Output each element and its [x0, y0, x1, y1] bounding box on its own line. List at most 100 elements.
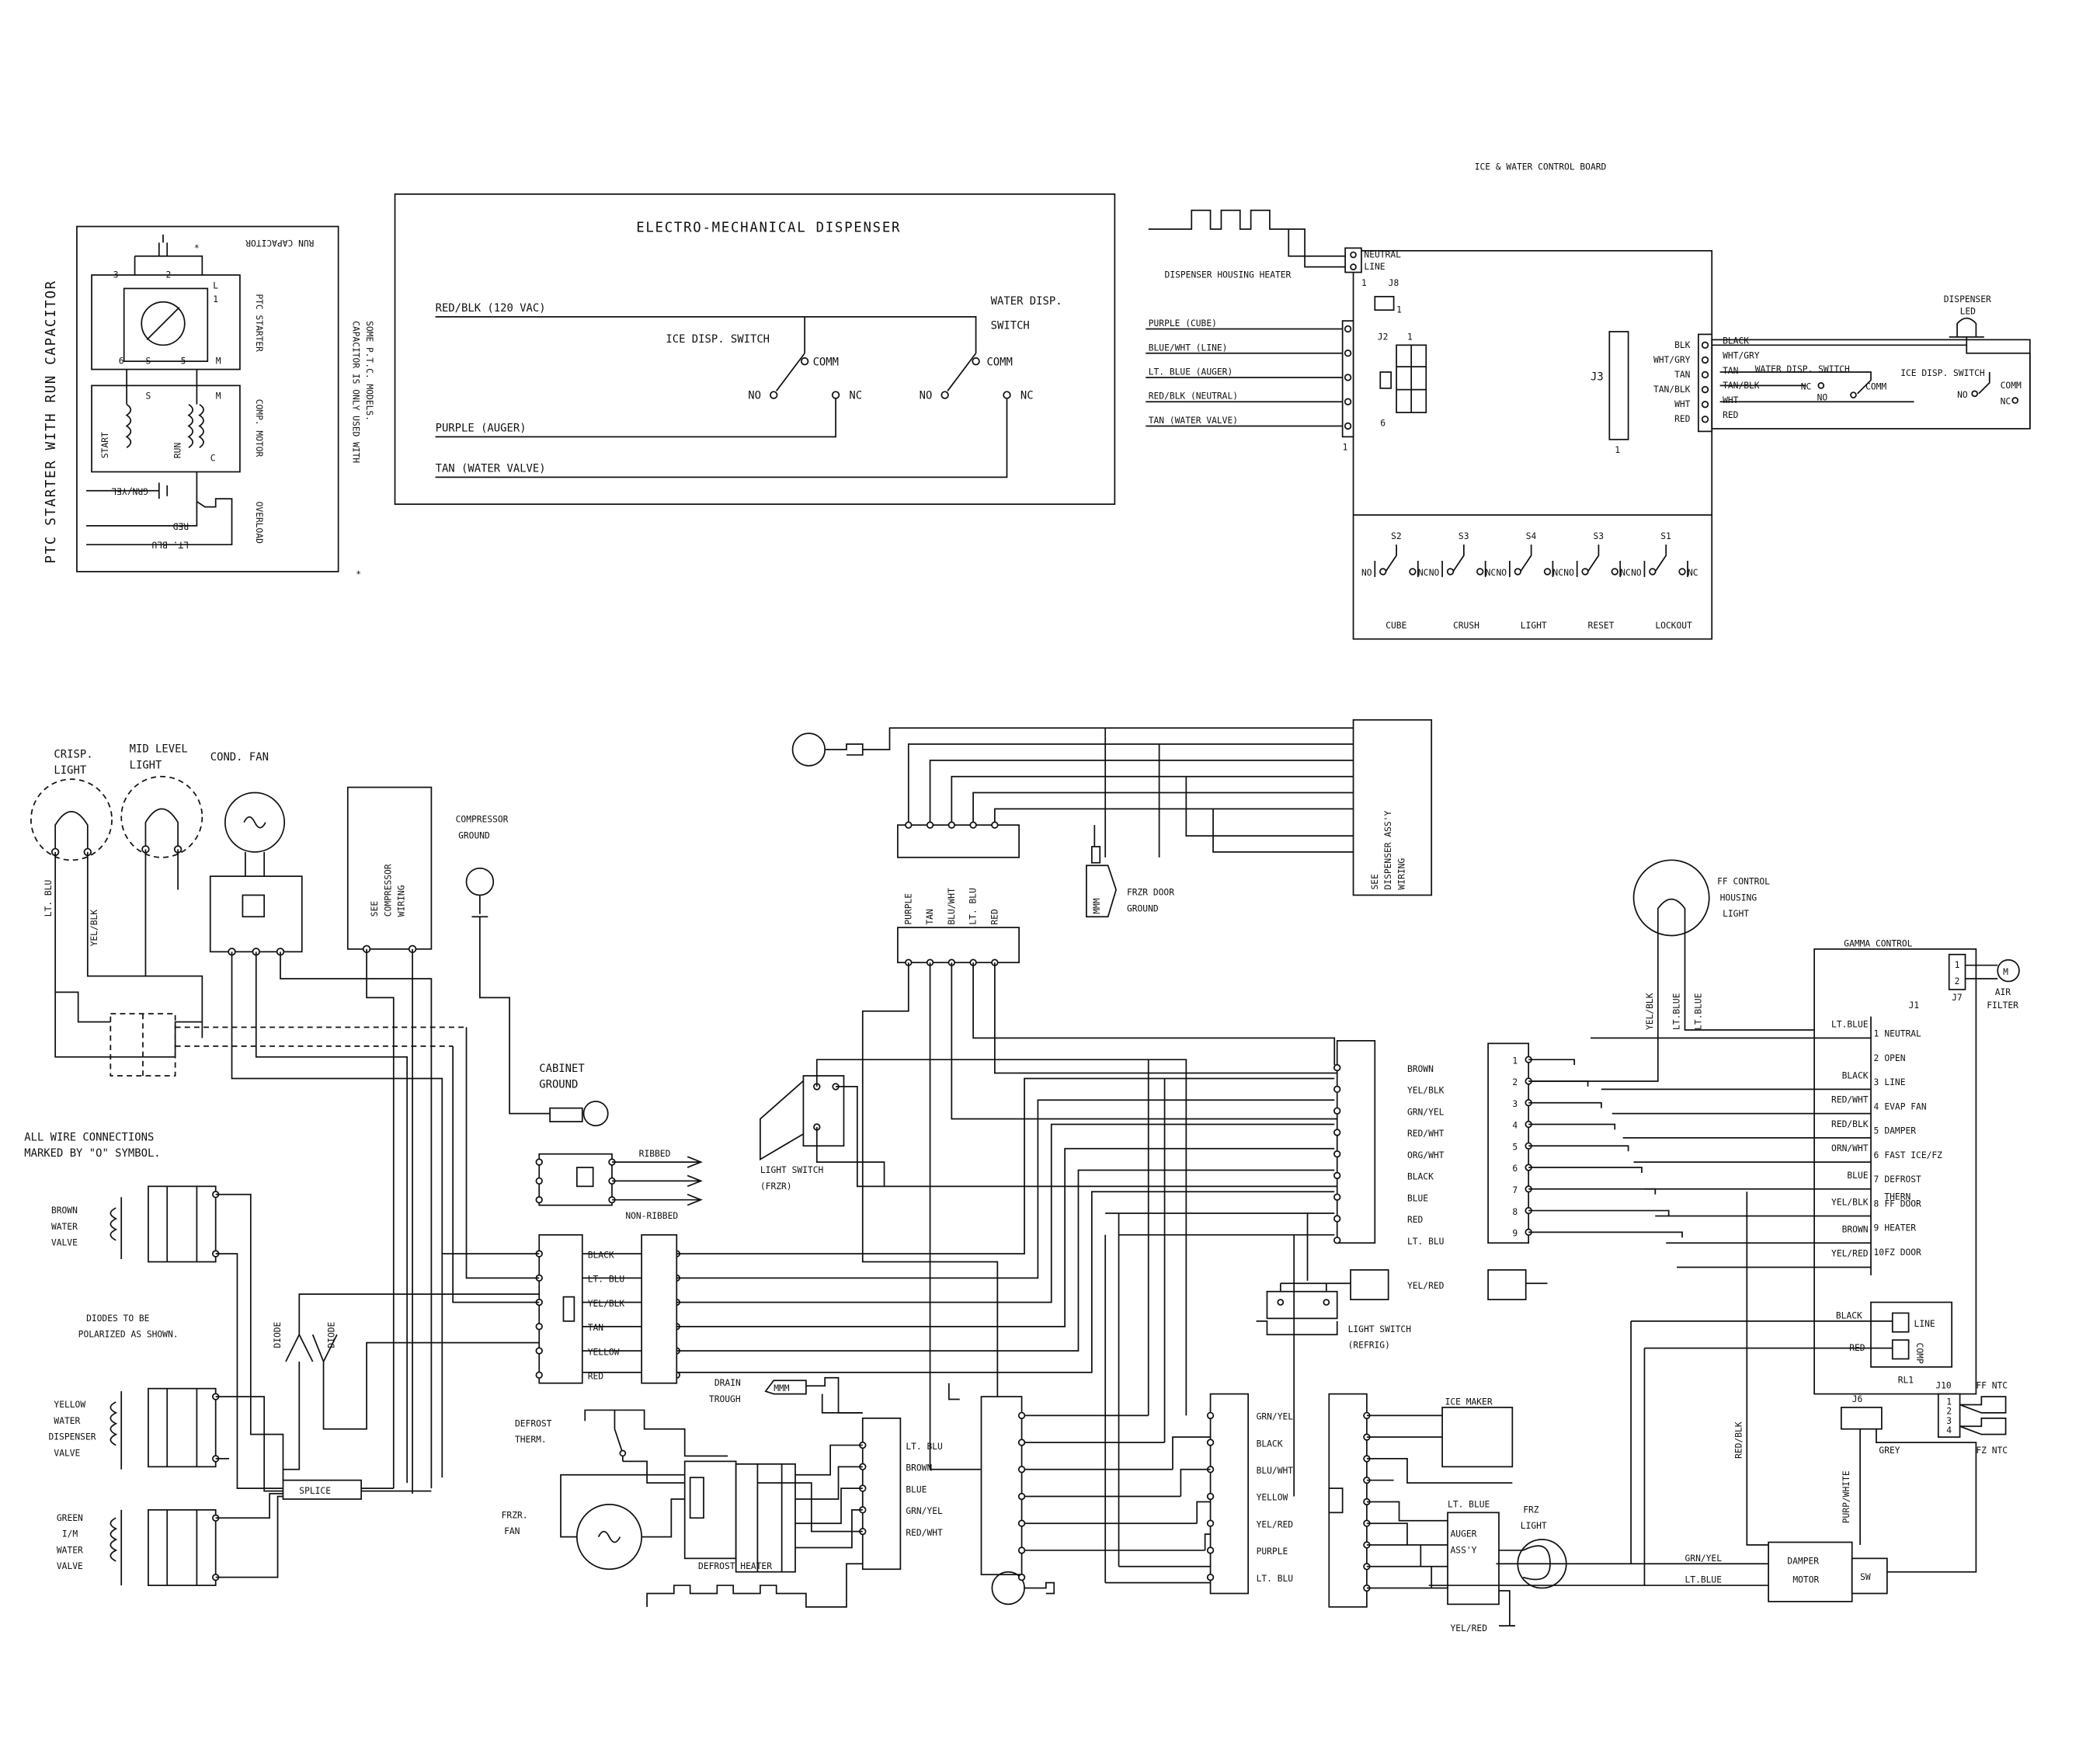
evap-harness-connector: [735, 1463, 796, 1573]
ptc-terminal-2: 2: [165, 270, 171, 280]
connection-dot: [1206, 1519, 1215, 1527]
dispenser-harness-wires: [861, 962, 1357, 1470]
defrost-thermostat-icon: [584, 1409, 758, 1484]
iwcb-line: LINE: [1364, 262, 1385, 272]
frzr-fan-line2: FAN: [504, 1526, 520, 1536]
ribbed-label: RIBBED: [639, 1149, 671, 1159]
light-switch-frzr-line1: LIGHT SWITCH: [760, 1165, 824, 1175]
ptc-terminal-3: 3: [113, 270, 119, 280]
iwcb-left-wire-label: PURPLE (CUBE): [1149, 318, 1217, 329]
iwcb-left-pin1: 1: [1343, 443, 1348, 453]
connection-dot: [1206, 1492, 1215, 1501]
iwcb-right-wire-label: WHT: [1723, 395, 1739, 405]
air-filter-motor-icon: [1997, 958, 2020, 983]
bottom-harness-color: BLU/WHT: [1257, 1466, 1294, 1476]
lt-blue-vertical-2: LT.BLUE: [1693, 993, 1703, 1030]
emd-ice-switch-label: ICE DISP. SWITCH: [666, 333, 770, 346]
iwcb-switch-id: S4: [1526, 531, 1537, 541]
frz-light-line1: FRZ: [1523, 1505, 1539, 1515]
relay-comp: COMP: [1914, 1343, 1924, 1364]
connection-dot: [1333, 1237, 1341, 1244]
iwcb-ice-no: NO: [1957, 390, 1968, 400]
yel-red-bottom-label: YEL/RED: [1451, 1623, 1488, 1633]
iwcb-switch-id: S3: [1593, 531, 1604, 541]
run-label: RUN: [173, 443, 183, 459]
connection-dot: [1701, 356, 1709, 364]
j1-wire-label: YEL/BLK: [1831, 1198, 1869, 1208]
gamma-control-label: GAMMA CONTROL: [1844, 938, 1912, 948]
refrig-harness-connector: [1336, 1040, 1376, 1244]
overload-label: OVERLOAD: [254, 502, 264, 544]
iwcb-j3-pin-label: WHT: [1674, 399, 1691, 409]
center-harness-color: YEL/BLK: [588, 1299, 625, 1309]
connection-dot: [1017, 1466, 1026, 1473]
ptc-terminal-s: S: [145, 357, 151, 367]
bottom-left-connector: [980, 1396, 1023, 1576]
comp-ground-line2: GROUND: [458, 831, 490, 841]
j1-pin-label: DEFROST: [1884, 1174, 1921, 1185]
j1-pin-label: LINE: [1884, 1077, 1905, 1087]
ptc-thermistor-icon: [141, 301, 186, 346]
connection-dot: [1701, 385, 1709, 394]
connection-dot: [1333, 1215, 1341, 1223]
j6-label: J6: [1852, 1394, 1863, 1404]
j7-label: J7: [1952, 993, 1963, 1003]
motor-m-label: M: [216, 391, 221, 402]
j10-pin-number: 2: [1946, 1407, 1952, 1417]
ground-lead: [86, 482, 169, 499]
red-blk-vertical: RED/BLK: [1733, 1421, 1744, 1459]
iwcb-switch-no: NO: [1563, 568, 1574, 578]
frzr-ground-mmm: MMM: [1092, 898, 1102, 914]
light-yel-blk: YEL/BLK: [89, 910, 99, 947]
iwcb-switch-name: LOCKOUT: [1655, 621, 1692, 631]
defrost-therm-line2: THERM.: [515, 1435, 547, 1445]
iwcb-j3-pin-label: RED: [1674, 414, 1691, 424]
center-harness-connector: [538, 1233, 583, 1384]
yellow-valve-line1: YELLOW: [54, 1400, 85, 1410]
j1-wire-label: RED/WHT: [1831, 1095, 1869, 1105]
j6-connector: [1840, 1407, 1883, 1430]
ptc-terminal-l: L: [213, 280, 218, 290]
gamma-harness-pin-number: 2: [1512, 1077, 1518, 1087]
connection-dot: [1476, 568, 1484, 576]
bottom-harness-color: LT. BLU: [1257, 1574, 1293, 1584]
j1-wires: LT.BLUEBLACKRED/WHTRED/BLKORN/WHTBLUEYEL…: [1591, 1020, 1872, 1268]
iwcb-switch-icon: [1643, 544, 1688, 577]
crisp-light-line2: LIGHT: [54, 764, 86, 777]
air-filter-m: M: [2003, 967, 2008, 977]
connection-dot: [1344, 374, 1352, 381]
dispenser-led-icon: [1949, 317, 2031, 429]
yellow-valve-connector: [148, 1387, 217, 1468]
gamma-harness-pin-number: 7: [1512, 1185, 1518, 1195]
diode-label-1: DIODE: [273, 1321, 283, 1348]
emd-frame: [394, 193, 1116, 505]
connection-dot: [1344, 350, 1352, 357]
drain-trough-mmm: MMM: [774, 1383, 790, 1393]
dispenser-harness-color: TAN: [925, 909, 935, 925]
diodes-note-line2: POLARIZED AS SHOWN.: [78, 1330, 179, 1340]
iwcb-right-wire-label: RED: [1723, 410, 1739, 420]
emd-ice-nc: NC: [849, 390, 862, 402]
evap-color-label: BROWN: [906, 1463, 932, 1473]
cond-fan-label: COND. FAN: [210, 751, 269, 764]
brown-valve-coil: [110, 1197, 123, 1260]
connection-dot: [1333, 1107, 1341, 1115]
frzr-ground-line1: FRZR DOOR: [1127, 887, 1174, 897]
damper-line2: MOTOR: [1792, 1575, 1819, 1585]
connection-dot: [1543, 568, 1552, 576]
green-valve-coil: [110, 1509, 123, 1586]
rl1-label: RL1: [1898, 1376, 1914, 1386]
j1-pin-label: OPEN: [1884, 1053, 1905, 1063]
emd-water-no: NO: [920, 390, 933, 402]
crisp-light-line1: CRISP.: [54, 748, 92, 760]
connection-dot: [1333, 1171, 1341, 1180]
iwcb-j3: J3: [1591, 371, 1604, 383]
red-lead: [86, 501, 198, 527]
iwcb-j2: J2: [1378, 332, 1389, 342]
ptc-terminal-6: 6: [119, 357, 124, 367]
gamma-harness-wire: [1528, 1231, 1683, 1238]
evap-color-label: GRN/YEL: [906, 1506, 943, 1516]
dispenser-harness-color: PURPLE: [903, 893, 913, 925]
frzr-door-ground-icon: [1086, 825, 1117, 918]
